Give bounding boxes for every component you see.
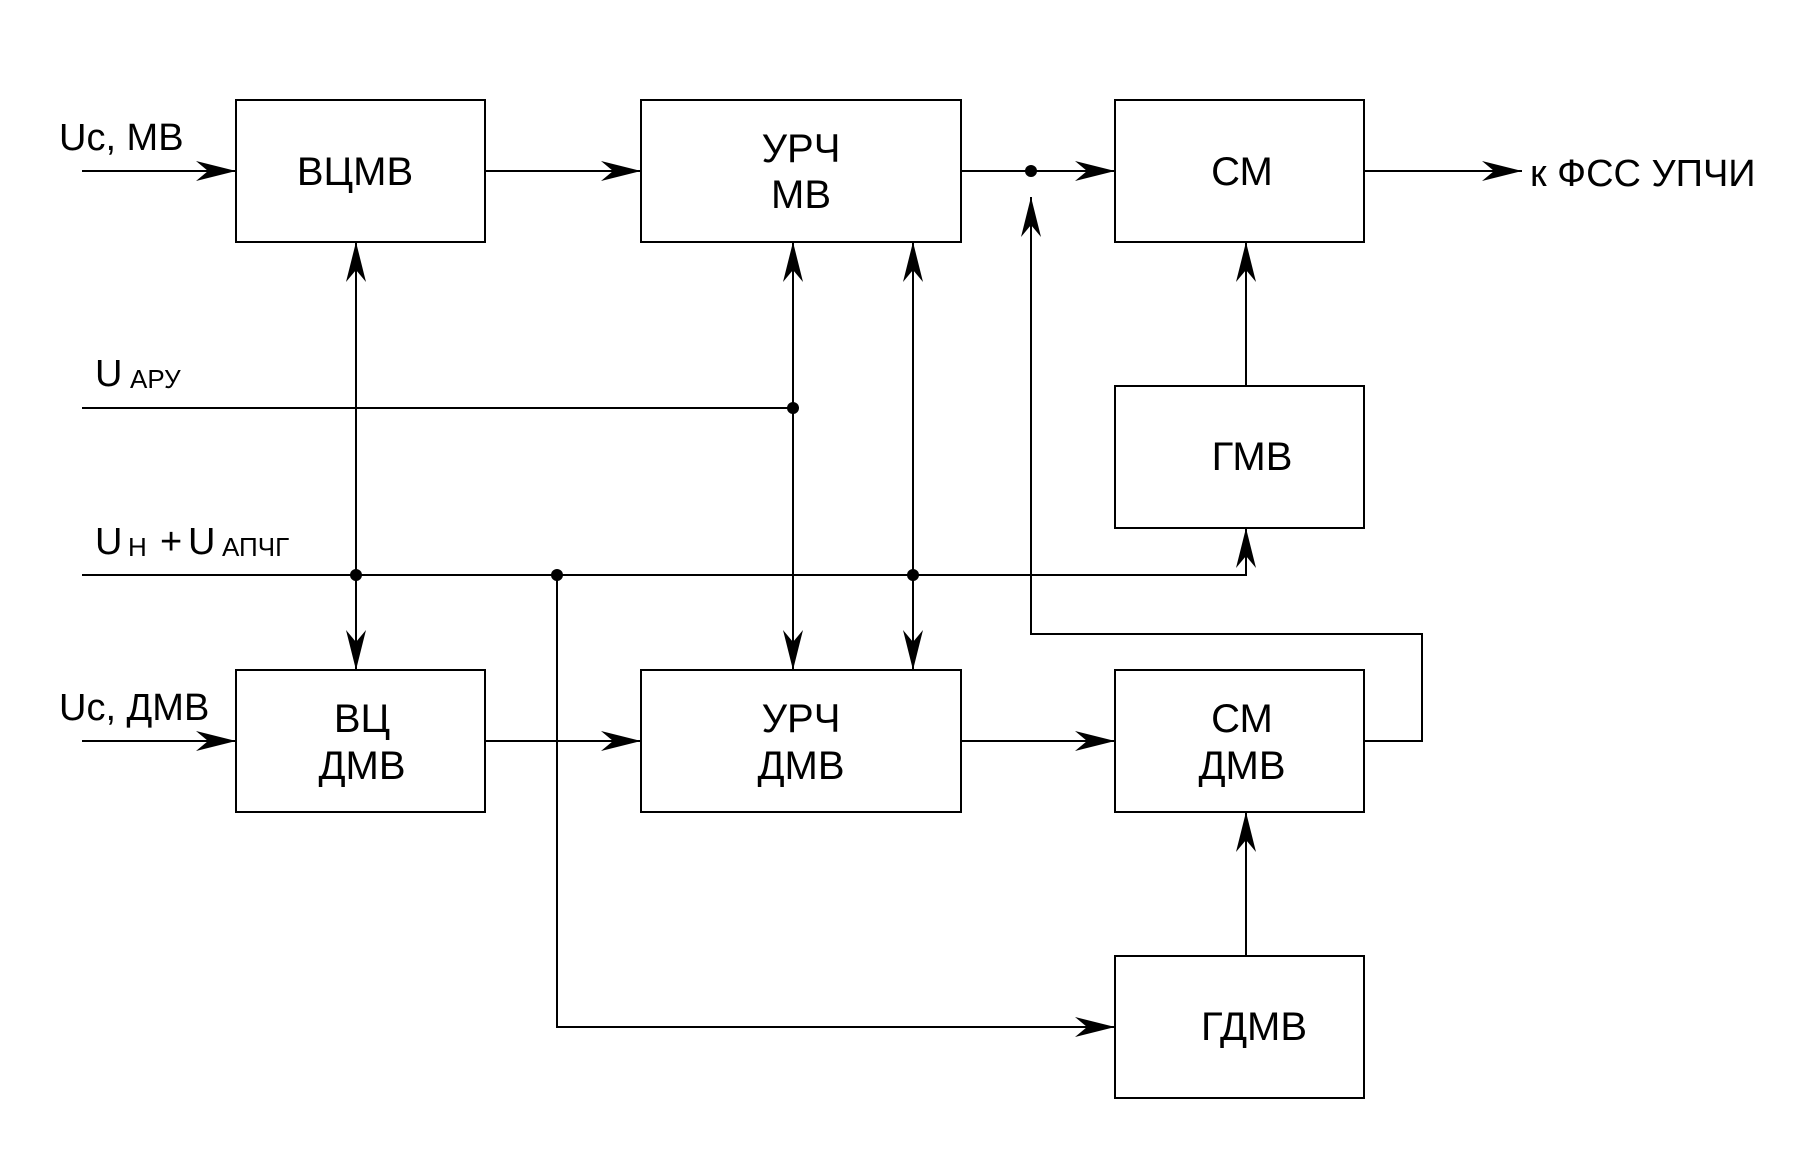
- svg-text:+: +: [160, 521, 182, 563]
- svg-text:СМ: СМ: [1211, 697, 1273, 741]
- junction-dot: [787, 402, 799, 414]
- block-urch-mv: УРЧ МВ: [640, 99, 962, 243]
- junction-dot: [907, 569, 919, 581]
- svg-text:ДМВ: ДМВ: [1198, 744, 1285, 788]
- svg-text:U: U: [188, 521, 215, 563]
- block-sm-dmv: СМ ДМВ: [1114, 669, 1365, 813]
- block-gdmv: ГДМВ: [1114, 955, 1365, 1099]
- svg-text:АРУ: АРУ: [130, 364, 181, 394]
- label-u-n-apchg: U Н + U АПЧГ: [95, 521, 289, 563]
- wire-u-tuning: [82, 528, 1256, 576]
- block-vcmv: ВЦМВ: [235, 99, 486, 243]
- svg-text:U: U: [95, 521, 122, 563]
- svg-text:Н: Н: [128, 532, 147, 562]
- junction-dot: [350, 569, 362, 581]
- block-urch-dmv: УРЧ ДМВ: [640, 669, 962, 813]
- svg-text:МВ: МВ: [771, 173, 831, 217]
- junction-dot: [1025, 165, 1037, 177]
- block-gmv: ГМВ: [1114, 385, 1365, 529]
- wire-sm-dmv-to-sm: [1021, 197, 1423, 742]
- svg-text:ДМВ: ДМВ: [757, 744, 844, 788]
- label-output: к ФСС УПЧИ: [1530, 153, 1756, 195]
- svg-text:СМ: СМ: [1211, 150, 1273, 194]
- svg-text:ДМВ: ДМВ: [318, 744, 405, 788]
- label-uc-mv: Uc, МВ: [59, 117, 184, 159]
- svg-text:ГМВ: ГМВ: [1212, 435, 1293, 479]
- label-u-aru: U АРУ: [95, 353, 181, 395]
- svg-text:ГДМВ: ГДМВ: [1201, 1005, 1307, 1049]
- wire-tuning-to-gdmv: [556, 575, 1115, 1037]
- svg-text:АПЧГ: АПЧГ: [222, 532, 289, 562]
- block-vc-dmv: ВЦ ДМВ: [235, 669, 486, 813]
- svg-text:ВЦ: ВЦ: [334, 697, 390, 741]
- svg-text:УРЧ: УРЧ: [762, 127, 841, 171]
- label-uc-dmv: Uc, ДМВ: [59, 687, 209, 729]
- svg-text:U: U: [95, 353, 122, 395]
- junction-dot: [551, 569, 563, 581]
- svg-text:ВЦМВ: ВЦМВ: [297, 150, 413, 194]
- block-sm: СМ: [1114, 99, 1365, 243]
- svg-text:УРЧ: УРЧ: [762, 697, 841, 741]
